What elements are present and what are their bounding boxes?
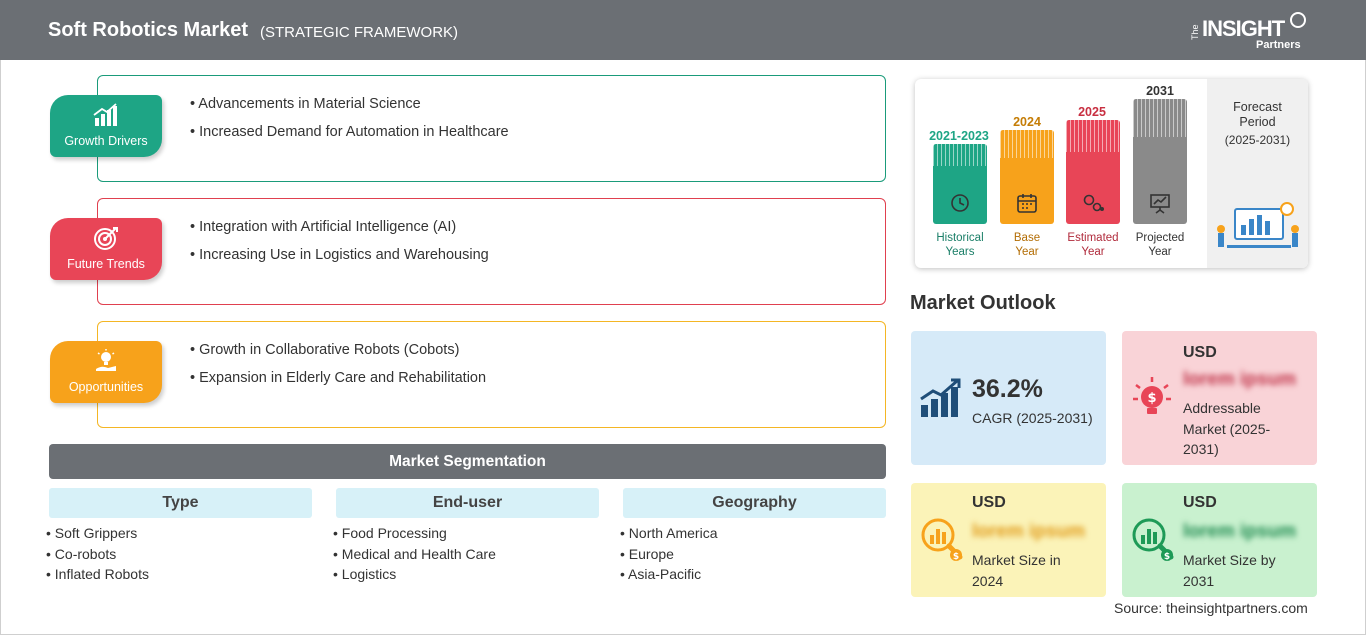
list-item: • Medical and Health Care bbox=[333, 545, 496, 562]
opportunities-list: • Growth in Collaborative Robots (Cobots… bbox=[190, 342, 486, 398]
market-size-2031-value: lorem ipsum bbox=[1183, 521, 1296, 542]
logo-swoosh-icon bbox=[1290, 12, 1306, 28]
list-item: • Increasing Use in Logistics and Wareho… bbox=[190, 247, 489, 263]
market-size-2024-tile: $ USD lorem ipsum Market Size in 2024 bbox=[911, 483, 1106, 597]
segment-list-geography: • North America • Europe • Asia-Pacific bbox=[620, 525, 718, 587]
future-trends-label: Future Trends bbox=[67, 257, 145, 271]
bar-base bbox=[1000, 158, 1054, 224]
future-trends-badge: Future Trends bbox=[50, 218, 162, 280]
segment-heading-end-user: End-user bbox=[336, 488, 599, 518]
source-credit[interactable]: Source: theinsightpartners.com bbox=[1114, 600, 1308, 616]
bar-chart-icon bbox=[93, 103, 117, 126]
cagr-label: CAGR (2025-2031) bbox=[972, 410, 1093, 426]
market-size-2024-currency: USD bbox=[972, 494, 1006, 511]
svg-text:$: $ bbox=[1147, 391, 1156, 406]
forecast-period-title: Forecast Period bbox=[1233, 100, 1282, 129]
list-item: • North America bbox=[620, 525, 718, 541]
bar-estimated-top bbox=[1066, 120, 1120, 154]
growth-drivers-list: • Advancements in Material Science • Inc… bbox=[190, 96, 509, 152]
bar-year-estimated: 2025 bbox=[1078, 105, 1106, 119]
opportunities-badge: Opportunities bbox=[50, 341, 162, 403]
growth-drivers-box bbox=[97, 75, 886, 182]
list-item: • Increased Demand for Automation in Hea… bbox=[190, 124, 509, 140]
cagr-value: 36.2% bbox=[972, 375, 1043, 403]
lightbulb-hand-icon bbox=[96, 349, 116, 371]
addressable-market-tile: $ USD lorem ipsum Addressable Market (20… bbox=[1122, 331, 1317, 465]
magnifier-chart-icon: $ bbox=[1132, 518, 1174, 562]
list-item: • Integration with Artificial Intelligen… bbox=[190, 219, 457, 235]
list-item: • Inflated Robots bbox=[46, 566, 149, 582]
growth-chart-icon bbox=[920, 378, 961, 417]
list-item: • Asia-Pacific bbox=[620, 566, 702, 582]
page-subtitle: (STRATEGIC FRAMEWORK) bbox=[260, 24, 459, 41]
bar-label-historical: Historical Years bbox=[936, 232, 984, 258]
market-segmentation-bar: Market Segmentation bbox=[49, 444, 886, 479]
market-size-2031-currency: USD bbox=[1183, 494, 1217, 511]
market-size-2031-tile: $ USD lorem ipsum Market Size by 2031 bbox=[1122, 483, 1317, 597]
list-item: • Europe bbox=[620, 545, 674, 562]
logo-insight: INSIGHT bbox=[1202, 16, 1285, 41]
addressable-label: Addressable Market (2025- 2031) bbox=[1183, 400, 1271, 457]
list-item: • Expansion in Elderly Care and Rehabili… bbox=[190, 370, 487, 386]
bar-label-base: Base Year bbox=[1013, 232, 1041, 258]
logo-partners: Partners bbox=[1256, 39, 1301, 51]
opportunities-box bbox=[97, 321, 886, 428]
clock-icon bbox=[951, 194, 969, 212]
future-trends-list: • Integration with Artificial Intelligen… bbox=[190, 219, 489, 275]
segment-list-end-user: • Food Processing • Medical and Health C… bbox=[333, 525, 496, 587]
list-item: • Logistics bbox=[333, 566, 397, 582]
insight-partners-logo[interactable]: The INSIGHT Partners bbox=[1190, 10, 1310, 54]
market-size-2024-value: lorem ipsum bbox=[972, 521, 1085, 542]
forecast-period-panel: Forecast Period (2025-2031) bbox=[1207, 79, 1308, 268]
market-size-2031-label: Market Size by 2031 bbox=[1183, 552, 1276, 589]
list-item: • Soft Grippers bbox=[46, 525, 138, 541]
svg-text:$: $ bbox=[1164, 552, 1170, 562]
list-item: • Advancements in Material Science bbox=[190, 96, 421, 112]
bar-year-base: 2024 bbox=[1013, 115, 1041, 129]
bar-historical-top bbox=[933, 144, 987, 168]
segment-list-type: • Soft Grippers • Co-robots • Inflated R… bbox=[46, 525, 149, 587]
presentation-icon bbox=[1150, 194, 1170, 214]
lightbulb-dollar-icon: $ bbox=[1133, 377, 1171, 414]
list-item: • Food Processing bbox=[333, 525, 447, 541]
bar-year-historical: 2021-2023 bbox=[929, 129, 989, 143]
segment-heading-type: Type bbox=[49, 488, 312, 518]
addressable-value: lorem ipsum bbox=[1183, 369, 1296, 390]
market-outlook-title: Market Outlook bbox=[910, 292, 1056, 314]
bar-estimated bbox=[1066, 152, 1120, 224]
market-size-2024-label: Market Size in 2024 bbox=[972, 552, 1061, 589]
bar-projected-top bbox=[1133, 99, 1187, 139]
forecast-period-range: (2025-2031) bbox=[1224, 133, 1291, 147]
addressable-currency: USD bbox=[1183, 344, 1217, 361]
bar-base-top bbox=[1000, 130, 1054, 160]
bar-label-projected: Projected Year bbox=[1135, 232, 1185, 258]
analytics-people-icon bbox=[1217, 202, 1299, 248]
logo-the: The bbox=[1190, 24, 1200, 40]
opportunities-label: Opportunities bbox=[68, 380, 144, 394]
list-item: • Growth in Collaborative Robots (Cobots… bbox=[190, 342, 460, 358]
growth-drivers-label: Growth Drivers bbox=[64, 134, 148, 148]
list-item: • Co-robots bbox=[46, 545, 117, 562]
target-icon bbox=[94, 227, 118, 250]
segment-heading-geography: Geography bbox=[623, 488, 886, 518]
bar-year-projected: 2031 bbox=[1146, 84, 1174, 98]
header-bar: Soft Robotics Market (STRATEGIC FRAMEWOR… bbox=[0, 0, 1366, 60]
page-title: Soft Robotics Market bbox=[48, 19, 249, 41]
cagr-tile: 36.2% CAGR (2025-2031) bbox=[911, 331, 1106, 465]
magnifier-chart-icon: $ bbox=[921, 518, 963, 562]
future-trends-box bbox=[97, 198, 886, 305]
calendar-icon bbox=[1017, 194, 1037, 213]
gears-icon bbox=[1083, 194, 1104, 212]
growth-drivers-badge: Growth Drivers bbox=[50, 95, 162, 157]
bar-label-estimated: Estimated Year bbox=[1067, 232, 1119, 258]
svg-text:$: $ bbox=[953, 552, 959, 562]
